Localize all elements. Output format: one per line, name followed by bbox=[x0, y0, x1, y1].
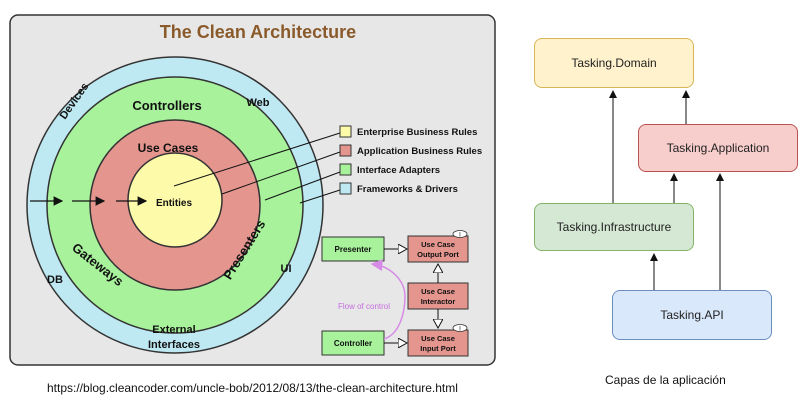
label-external: External bbox=[152, 324, 195, 336]
layers-caption: Capas de la aplicación bbox=[605, 373, 726, 387]
legend-enterprise: Enterprise Business Rules bbox=[357, 127, 477, 138]
label-entities: Entities bbox=[156, 198, 193, 209]
label-db: DB bbox=[47, 274, 63, 286]
presenter-box bbox=[321, 236, 385, 262]
layer-infrastructure-box: Tasking.Infrastructure bbox=[534, 203, 694, 251]
input-port-interface-marker bbox=[452, 324, 468, 332]
legend-swatch-enterprise bbox=[339, 125, 352, 138]
label-web: Web bbox=[246, 97, 269, 109]
source-url-caption: https://blog.cleancoder.com/uncle-bob/20… bbox=[47, 381, 458, 395]
input-port-line1: Use Case bbox=[421, 334, 455, 343]
output-port-line2: Output Port bbox=[417, 250, 459, 259]
legend-application: Application Business Rules bbox=[357, 146, 482, 157]
flow-of-control-label: Flow of control bbox=[338, 302, 390, 311]
presenter-label: Presenter bbox=[335, 245, 372, 254]
label-interfaces: Interfaces bbox=[148, 339, 200, 351]
output-port-interface-marker bbox=[452, 230, 468, 238]
output-port-marker-label: I bbox=[459, 233, 461, 239]
enterprise-business-rules-core bbox=[127, 152, 223, 248]
input-port-marker-label: I bbox=[459, 327, 461, 333]
output-port-line1: Use Case bbox=[421, 240, 455, 249]
legend-swatch-frameworks bbox=[339, 182, 352, 195]
interactor-line1: Use Case bbox=[421, 287, 455, 296]
legend-adapters: Interface Adapters bbox=[357, 165, 440, 176]
layer-api-box: Tasking.API bbox=[612, 290, 772, 340]
output-port-box bbox=[407, 235, 469, 263]
controller-box bbox=[321, 330, 385, 356]
input-port-line2: Input Port bbox=[420, 344, 456, 353]
label-ui: UI bbox=[281, 263, 292, 275]
controller-label: Controller bbox=[334, 339, 372, 348]
legend-swatch-application bbox=[339, 144, 352, 157]
layer-domain-box: Tasking.Domain bbox=[534, 38, 694, 88]
input-port-box bbox=[407, 329, 469, 357]
layer-application-box: Tasking.Application bbox=[638, 124, 798, 172]
label-use-cases: Use Cases bbox=[138, 141, 199, 155]
legend-swatch-adapters bbox=[339, 163, 352, 176]
label-controllers: Controllers bbox=[132, 98, 201, 113]
legend-frameworks: Frameworks & Drivers bbox=[357, 184, 458, 195]
diagram-title: The Clean Architecture bbox=[160, 22, 356, 42]
interactor-line2: Interactor bbox=[421, 297, 456, 306]
